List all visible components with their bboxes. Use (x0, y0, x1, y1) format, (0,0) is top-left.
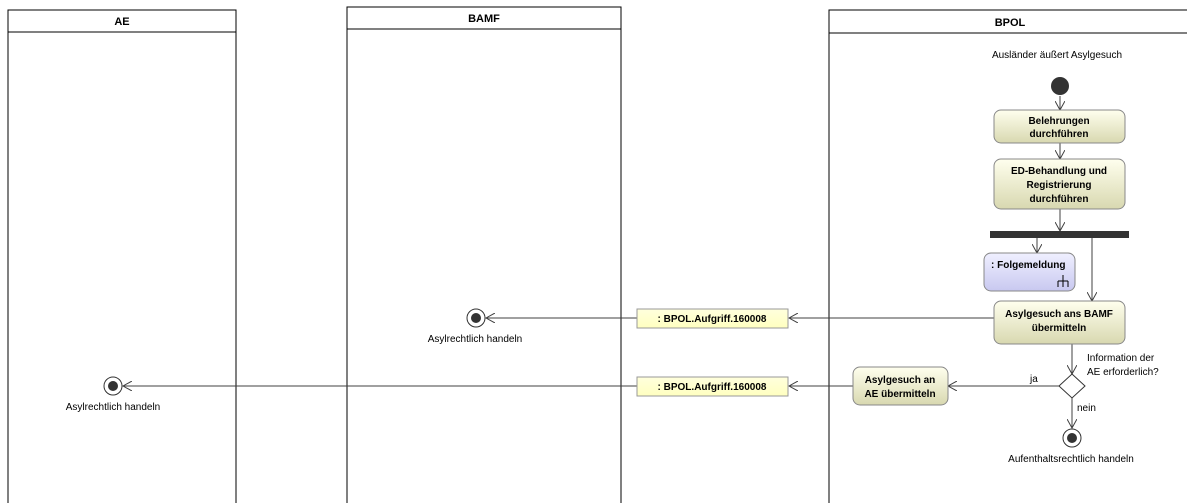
action-belehrungen-line2: durchführen (1030, 129, 1089, 140)
lane-title-bpol: BPOL (995, 17, 1026, 29)
decision-question-line2: AE erforderlich? (1087, 367, 1159, 378)
action-asyl-ae[interactable]: Asylgesuch an AE übermitteln (852, 366, 949, 406)
object-node-bamf-label: : BPOL.Aufgriff.160008 (658, 314, 767, 325)
action-belehrungen[interactable]: Belehrungen durchführen (993, 109, 1126, 144)
action-ed-line3: durchführen (1030, 194, 1089, 205)
final-node-bpol-label: Aufenthaltsrechtlich handeln (1008, 454, 1134, 465)
control-flows (123, 96, 1092, 428)
start-note: Ausländer äußert Asylgesuch (992, 50, 1122, 61)
initial-node (1051, 77, 1069, 95)
lane-title-ae: AE (114, 16, 129, 28)
action-ed-line1: ED-Behandlung und (1011, 166, 1107, 177)
final-node-ae (103, 376, 123, 396)
lane-bamf: BAMF (346, 6, 622, 503)
action-asyl-bamf-line2: übermitteln (1032, 323, 1086, 334)
action-asyl-ae-line2: AE übermitteln (864, 389, 935, 400)
action-ed-line2: Registrierung (1026, 180, 1091, 191)
final-node-bamf-label: Asylrechtlich handeln (428, 334, 523, 345)
action-asyl-bamf-line1: Asylgesuch ans BAMF (1005, 309, 1113, 320)
final-node-bpol (1062, 428, 1082, 448)
action-ed-behandlung[interactable]: ED-Behandlung und Registrierung durchfüh… (993, 158, 1126, 210)
action-belehrungen-line1: Belehrungen (1028, 116, 1089, 127)
final-node-bamf (466, 308, 486, 328)
action-folgemeldung[interactable]: : Folgemeldung (983, 252, 1076, 292)
decision-yes-label: ja (1029, 374, 1038, 385)
action-folgemeldung-label: : Folgemeldung (991, 260, 1065, 271)
fork-bar (990, 231, 1129, 238)
decision-node (1058, 373, 1086, 399)
object-node-ae[interactable]: : BPOL.Aufgriff.160008 (636, 376, 789, 397)
decision-no-label: nein (1077, 403, 1096, 414)
object-node-bamf[interactable]: : BPOL.Aufgriff.160008 (636, 308, 789, 329)
action-asyl-ae-line1: Asylgesuch an (865, 375, 936, 386)
object-node-ae-label: : BPOL.Aufgriff.160008 (658, 382, 767, 393)
rake-icon (1057, 275, 1069, 287)
action-asyl-bamf[interactable]: Asylgesuch ans BAMF übermitteln (993, 300, 1126, 345)
final-node-ae-label: Asylrechtlich handeln (66, 402, 161, 413)
lane-ae: AE (7, 9, 237, 503)
decision-question-line1: Information der (1087, 353, 1155, 364)
lane-title-bamf: BAMF (468, 13, 500, 25)
